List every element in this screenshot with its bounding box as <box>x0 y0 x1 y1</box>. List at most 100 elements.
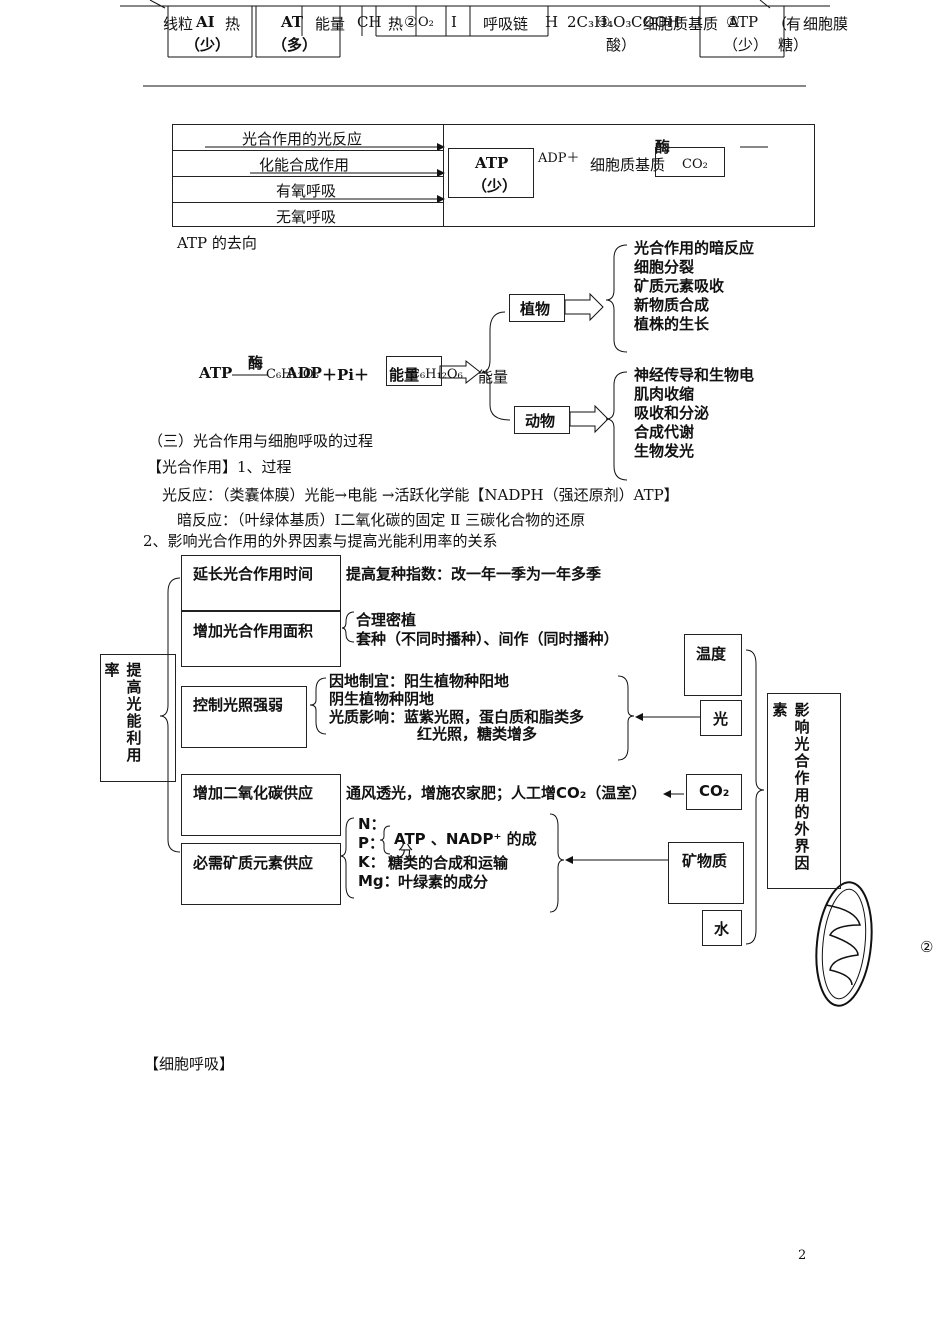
equation-pi: ＋Pi＋ <box>322 366 369 384</box>
vertical-title-char: 光 <box>126 695 142 713</box>
animal-label: 动物 <box>525 412 556 430</box>
equation-energy-2: 能量 <box>478 368 509 386</box>
table-left-column <box>172 124 444 227</box>
light-note-1: 因地制宜：阳生植物种阳地 <box>329 672 510 690</box>
right-title: 影响光合作用的外界因素 <box>772 702 836 882</box>
fragment-xianliti: 线粒 <box>163 15 194 33</box>
factor-mineral-box <box>668 842 744 904</box>
fragment-ai: AI <box>196 13 215 31</box>
time-note: 提高复种指数：改一年一季为一年多季 <box>346 565 602 583</box>
list-item: P： <box>358 834 384 852</box>
list-item: 神经传导和生物电 <box>634 366 755 384</box>
fragment-ch: CH <box>357 13 382 31</box>
table-row-divider <box>172 150 444 151</box>
list-item: 生物发光 <box>634 442 695 460</box>
factor-box-mineral <box>181 843 341 905</box>
fragment-cell-membrane: 细胞膜 <box>803 15 849 33</box>
plant-label: 植物 <box>520 300 551 318</box>
factor-box-co2-label: 增加二氧化碳供应 <box>193 784 314 802</box>
mineral-elements: N： P： K： Mg： <box>358 815 399 891</box>
area-note-1: 合理密植 <box>356 611 417 629</box>
factors-heading: 2、影响光合作用的外界因素与提高光能利用率的关系 <box>143 532 498 550</box>
factor-light-label: 光 <box>713 710 729 728</box>
list-item: 矿质元素吸收 <box>634 277 725 295</box>
table-atp-label: ATP <box>475 154 509 172</box>
fragment-shao-2: （少） <box>723 36 769 54</box>
fragment-cytoplasm: 细胞质基质 <box>643 15 719 33</box>
area-note-2: 套种（不同时播种）、间作（同时播种） <box>356 630 619 648</box>
section-3-heading: （三）光合作用与细胞呼吸的过程 <box>148 432 374 450</box>
table-cytoplasm: 细胞质基质 <box>590 156 666 174</box>
fragment-huxilian: 呼吸链 <box>483 15 529 33</box>
vertical-title-char: 光 <box>794 735 810 753</box>
list-item: N： <box>358 815 386 833</box>
atp-fate-title: ATP 的去向 <box>177 234 257 252</box>
vertical-title-char: 利 <box>126 729 142 747</box>
light-note-4: 红光照，糖类增多 <box>417 725 538 743</box>
factor-box-time-label: 延长光合作用时间 <box>193 565 314 583</box>
fragment-circ-3: ③ <box>597 13 611 31</box>
fragment-shao-1: （少） <box>185 36 231 54</box>
mineral-note-3: 叶绿素的成分 <box>398 873 489 891</box>
factor-box-co2 <box>181 774 341 836</box>
fragment-at: AT <box>281 13 303 31</box>
vertical-title-char: 能 <box>126 712 142 730</box>
fragment-circ-2: ② <box>404 13 418 31</box>
dark-reaction-line: 暗反应：（叶绿体基质）Ⅰ二氧化碳的固定 Ⅱ 三碳化合物的还原 <box>177 511 586 529</box>
vertical-title-char: 素 <box>772 701 788 719</box>
mineral-note-1b: 分 <box>398 842 414 860</box>
table-row-light-reaction: 光合作用的光反应 <box>242 130 363 148</box>
factor-co2-box <box>686 774 742 810</box>
left-title-box <box>100 654 176 782</box>
mitochondrion-icon <box>815 881 873 1007</box>
factor-co2-label: CO₂ <box>699 782 730 800</box>
vertical-title-char: 高 <box>126 678 142 696</box>
fragment-duo: （多） <box>272 36 318 54</box>
list-item: 植株的生长 <box>634 315 710 333</box>
plant-uses-list: 光合作用的暗反应 细胞分裂 矿质元素吸收 新物质合成 植株的生长 <box>634 239 754 334</box>
factor-box-light <box>181 686 307 748</box>
factor-box-mineral-label: 必需矿质元素供应 <box>193 854 314 872</box>
factor-water-box <box>702 910 742 946</box>
fragment-you: 有 <box>786 15 802 33</box>
factor-box-area <box>181 611 341 667</box>
fragment-energy-1: 能量 <box>315 15 346 33</box>
equation-energy: 能量 <box>389 366 420 384</box>
factor-temperature-label: 温度 <box>696 645 727 663</box>
fragment-h: H <box>545 13 559 31</box>
photosynthesis-heading: 【光合作用】1、过程 <box>147 458 292 476</box>
list-item: 细胞分裂 <box>634 258 695 276</box>
vertical-title-char: 因 <box>794 854 810 872</box>
list-item: 光合作用的暗反应 <box>634 239 755 257</box>
plant-box <box>509 294 565 322</box>
vertical-title-char: 作 <box>794 769 810 787</box>
equation-energy-box <box>386 356 442 386</box>
factor-mineral-label: 矿物质 <box>682 852 728 870</box>
table-row-divider <box>172 202 444 203</box>
light-note-3: 光质影响：蓝紫光照，蛋白质和脂类多 <box>329 708 585 726</box>
animal-box <box>514 406 570 434</box>
equation-glucose-2: C₆H₁₂O₆ <box>410 367 463 382</box>
fragment-c3h4o3: 2C₃H₄O₃ <box>567 13 632 31</box>
factor-box-time <box>181 555 341 611</box>
list-item: K： <box>358 853 385 871</box>
table-co2-box <box>655 147 725 177</box>
equation-enzyme: 酶 <box>248 354 264 372</box>
vertical-title-char: 影 <box>794 701 810 719</box>
vertical-title-char: 提 <box>126 661 142 679</box>
atp-source-table <box>172 124 815 227</box>
fragment-heat-1: 热 <box>225 15 241 33</box>
fragment-o2: O₂ <box>418 15 434 30</box>
table-adp-plus: ADP＋ <box>538 151 580 166</box>
list-item: 肌肉收缩 <box>634 385 695 403</box>
list-item: Mg： <box>358 872 399 890</box>
list-item: 合成代谢 <box>634 423 695 441</box>
fragment-suan: 酸） <box>606 36 637 54</box>
vertical-title-char: 用 <box>126 746 142 764</box>
vertical-title-char: 合 <box>794 752 810 770</box>
table-row-aerobic: 有氧呼吸 <box>276 182 337 200</box>
fragment-cooh: COOH <box>631 13 681 31</box>
equation-atp: ATP <box>199 364 233 382</box>
vertical-title-char: 界 <box>794 837 810 855</box>
